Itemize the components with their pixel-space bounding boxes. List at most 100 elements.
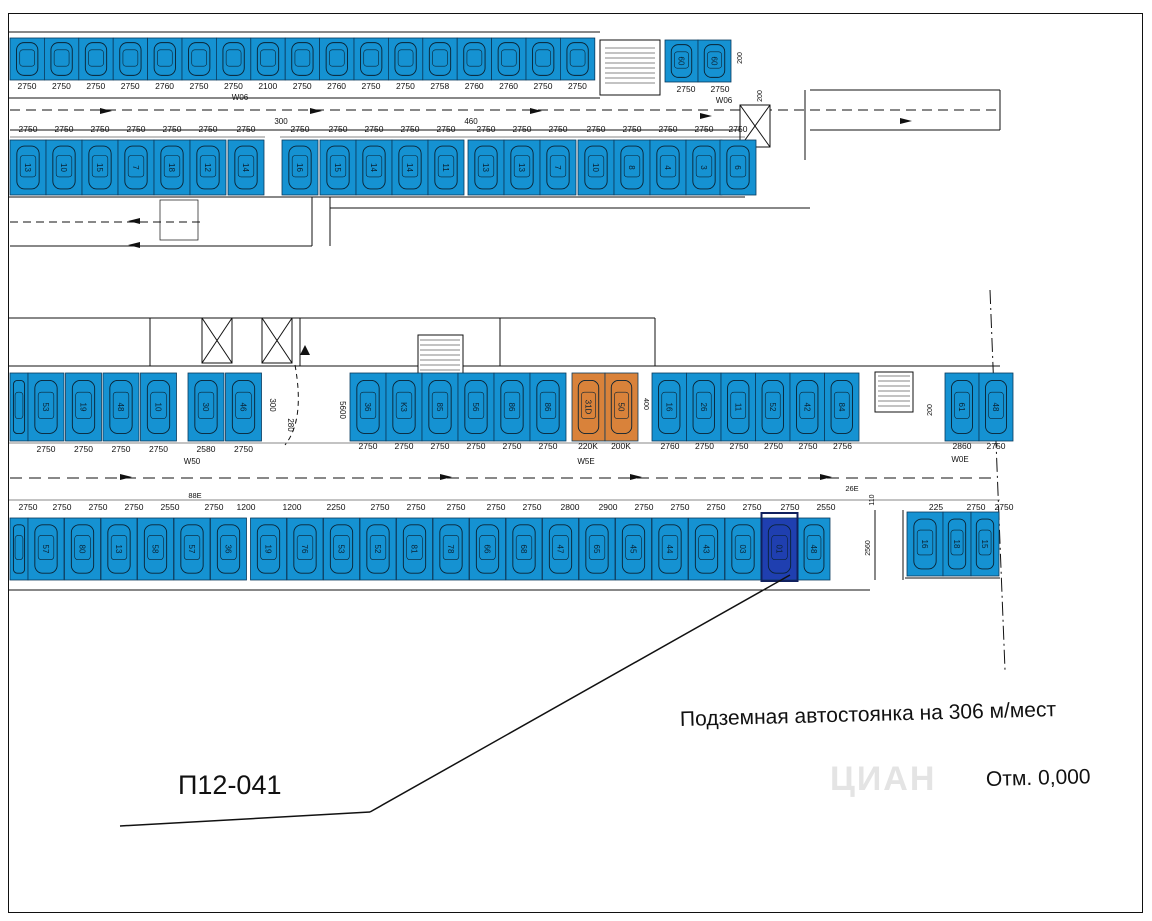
spot-cell: [173, 517, 211, 581]
spot-cell: [250, 517, 287, 581]
spot-number: 43: [702, 545, 711, 554]
car-outline: [439, 524, 463, 574]
dimension-label: 2750: [623, 124, 642, 134]
lower-bottom-spot: 66: [469, 517, 506, 581]
spot-cell: [685, 139, 723, 196]
car-roof: [260, 535, 277, 560]
spot-cell: [651, 372, 687, 442]
spot-number: 16: [920, 540, 929, 549]
lane-arrow: [300, 345, 310, 355]
car-outline: [146, 380, 171, 434]
spot-cell: [147, 37, 183, 81]
car-roof: [477, 155, 495, 178]
dimension-label: 225: [929, 502, 943, 512]
spot-number: 03: [738, 545, 747, 554]
dimension-label: 2760: [155, 81, 174, 91]
upper-bottom-spot: 4: [649, 139, 687, 196]
dimension-label: 2550: [817, 502, 836, 512]
lane-arrow: [900, 118, 912, 124]
spot-cell: [604, 372, 639, 442]
wall-tag: W50: [184, 457, 201, 466]
spot-number: 01: [775, 545, 784, 554]
car-roof: [333, 535, 350, 560]
upper-bottom-spot: 11: [427, 139, 465, 196]
dimension-label: 2750: [359, 441, 378, 451]
spot-cell: [9, 37, 45, 81]
upper-bottom-spot: 7: [117, 139, 155, 196]
car-roof: [157, 49, 173, 67]
shaft-diag: [261, 317, 293, 364]
lower-bottom-spot: [9, 517, 29, 581]
dimension-label: 2750: [18, 81, 37, 91]
dimension-label: 2750: [396, 81, 415, 91]
car-roof: [588, 535, 606, 560]
car-outline: [536, 380, 560, 434]
dimension-label: 5600: [338, 401, 347, 419]
upper-top-spot: [422, 37, 458, 81]
car-outline: [196, 145, 220, 190]
selected-spot: 01: [761, 517, 798, 581]
spot-cell: [102, 372, 140, 442]
dimension-label: 2250: [327, 502, 346, 512]
car-roof: [235, 391, 252, 419]
dimension-label: 280: [286, 418, 295, 432]
upper-top-spot: [250, 37, 286, 81]
spot-number: 15: [95, 163, 104, 172]
spot-cell: [391, 139, 429, 196]
wall-tag: W06: [716, 96, 733, 105]
dimension-label: 2550: [161, 502, 180, 512]
car-roof: [661, 391, 678, 419]
spot-number: 86: [507, 403, 516, 412]
car-roof: [695, 391, 712, 419]
car-outline: [670, 44, 693, 78]
spot-number: 19: [79, 403, 88, 412]
car-roof: [19, 155, 37, 178]
car-outline: [497, 42, 520, 76]
spot-cell: [281, 139, 319, 196]
spot-number: 11: [441, 163, 450, 172]
dimension-label: 2750: [53, 502, 72, 512]
car-roof: [291, 155, 309, 178]
spot-cell: [469, 517, 506, 581]
car-outline: [222, 42, 245, 76]
car-outline: [356, 380, 380, 434]
wall-tag: W06: [232, 93, 249, 102]
lower-bottom-spot: 13: [100, 517, 138, 581]
car-outline: [656, 145, 680, 190]
spot-number: 13: [481, 163, 490, 172]
spot-cell: [140, 372, 177, 442]
spot-cell: [227, 139, 265, 196]
car-outline: [107, 524, 131, 574]
spot-cell: [100, 517, 138, 581]
car-outline: [913, 518, 937, 570]
spot-number: 78: [446, 545, 455, 554]
car-roof: [581, 391, 596, 419]
car-outline: [124, 145, 148, 190]
car-roof: [197, 391, 215, 419]
elevation-label: Отм. 0,000: [985, 765, 1091, 791]
ramp-curve: [284, 364, 299, 446]
dimension-label: 2750: [799, 441, 818, 451]
spot-number: 68: [519, 545, 528, 554]
car-outline: [188, 42, 211, 76]
dimension-label: 2750: [329, 124, 348, 134]
car-roof: [623, 155, 641, 178]
spot-cell: [615, 517, 652, 581]
dimension-label: 2750: [437, 124, 456, 134]
car-outline: [16, 145, 40, 190]
dimension-label: 220K: [578, 441, 598, 451]
spot-number: 14: [405, 163, 414, 172]
car-roof: [552, 535, 569, 560]
spot-number: 13: [114, 545, 123, 554]
dimension-label: 200K: [611, 441, 631, 451]
spot-cell: [396, 517, 433, 581]
lower-top-spot: 10: [140, 372, 177, 442]
dimension-label: 2750: [695, 124, 714, 134]
car-outline: [329, 524, 354, 574]
dimension-label: 2750: [467, 441, 486, 451]
spot-number: 44: [665, 545, 674, 554]
car-roof: [661, 535, 679, 560]
car-roof: [479, 535, 496, 560]
lower-bottom-spot: 36: [210, 517, 247, 581]
car-roof: [401, 155, 419, 178]
